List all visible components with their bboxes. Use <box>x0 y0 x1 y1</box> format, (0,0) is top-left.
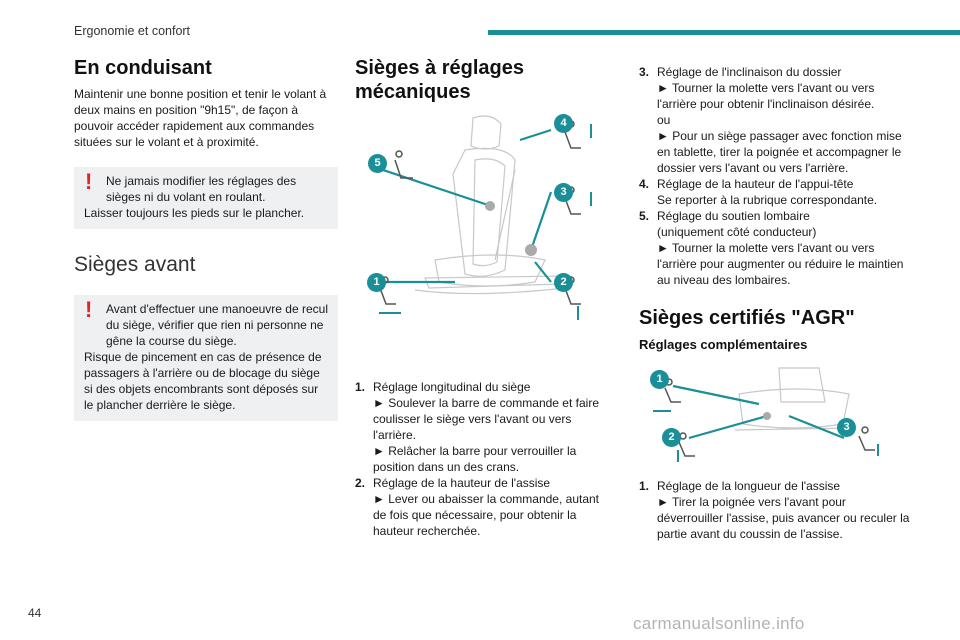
item-title: Réglage de la hauteur de l'assise <box>373 476 551 490</box>
subheading-additional-adjustments: Réglages complémentaires <box>639 337 808 352</box>
mechanical-adjustments-list: 1. Réglage longitudinal du siège ► Soule… <box>355 379 605 539</box>
list-item: 1. Réglage de la longueur de l'assise ► … <box>639 478 911 542</box>
agr-seat-diagram: 1 2 3 <box>639 364 889 464</box>
seat-diagram: 5 4 3 1 2 <box>355 110 605 325</box>
warning-text: Avant d'effectuer une manoeuvre de recul… <box>106 302 328 348</box>
agr-callout-3: 3 <box>837 418 856 437</box>
warning-box-front-seats: ! Avant d'effectuer une manoeuvre de rec… <box>74 295 338 421</box>
section-header: Ergonomie et confort <box>74 24 191 38</box>
column-right: 3. Réglage de l'inclinaison du dossier ►… <box>639 64 911 542</box>
item-step: ► Lever ou abaisser la commande, autant … <box>373 492 600 538</box>
item-number: 2. <box>355 476 366 490</box>
agr-callout-2: 2 <box>662 428 681 447</box>
item-number: 5. <box>639 209 650 223</box>
watermark: carmanualsonline.info <box>633 614 805 633</box>
item-title: Réglage du soutien lombaire <box>657 209 810 223</box>
callout-4: 4 <box>554 114 573 133</box>
agr-adjustments-list: 1. Réglage de la longueur de l'assise ► … <box>639 478 911 542</box>
list-item: 5. Réglage du soutien lombaire (uniqueme… <box>639 208 911 288</box>
item-step: Se reporter à la rubrique correspondante… <box>657 193 878 207</box>
column-middle: Sièges à réglages mécaniques <box>355 56 605 539</box>
item-number: 3. <box>639 65 650 79</box>
page-number: 44 <box>28 606 42 620</box>
item-step: ► Relâcher la barre pour verrouiller la … <box>373 444 577 474</box>
item-number: 4. <box>639 177 650 191</box>
callout-3: 3 <box>554 183 573 202</box>
heading-mechanical-seats: Sièges à réglages mécaniques <box>355 57 524 103</box>
callout-5: 5 <box>368 154 387 173</box>
item-step: ► Soulever la barre de commande et faire… <box>373 396 599 442</box>
driving-paragraph: Maintenir une bonne position et tenir le… <box>74 87 327 149</box>
mechanical-adjustments-list-continued: 3. Réglage de l'inclinaison du dossier ►… <box>639 64 911 288</box>
item-title: Réglage de la longueur de l'assise <box>657 479 841 493</box>
item-or: ou <box>657 113 671 127</box>
list-item: 3. Réglage de l'inclinaison du dossier ►… <box>639 64 911 176</box>
agr-callout-1: 1 <box>650 370 669 389</box>
item-step: ► Pour un siège passager avec fonction m… <box>657 129 902 175</box>
list-item: 1. Réglage longitudinal du siège ► Soule… <box>355 379 605 475</box>
seat-illustration <box>376 115 592 320</box>
callout-1: 1 <box>367 273 386 292</box>
warning-text: Laisser toujours les pieds sur le planch… <box>84 206 305 220</box>
warning-text: Ne jamais modifier les réglages des sièg… <box>106 174 297 204</box>
heading-front-seats: Sièges avant <box>74 253 196 276</box>
item-step: (uniquement côté conducteur) <box>657 225 817 239</box>
column-left: En conduisant Maintenir une bonne positi… <box>74 56 338 421</box>
item-number: 1. <box>639 479 650 493</box>
item-step: ► Tourner la molette vers l'avant ou ver… <box>657 81 875 111</box>
warning-text: Risque de pincement en cas de présence d… <box>84 350 322 412</box>
list-item: 2. Réglage de la hauteur de l'assise ► L… <box>355 475 605 539</box>
list-item: 4. Réglage de la hauteur de l'appui-tête… <box>639 176 911 208</box>
header-accent-bar <box>488 30 960 35</box>
item-number: 1. <box>355 380 366 394</box>
heading-driving: En conduisant <box>74 57 212 79</box>
agr-seat-illustration <box>653 367 879 462</box>
item-title: Réglage de l'inclinaison du dossier <box>657 65 842 79</box>
item-step: ► Tourner la molette vers l'avant ou ver… <box>657 241 904 287</box>
item-title: Réglage de la hauteur de l'appui-tête <box>657 177 854 191</box>
warning-box-driving: ! Ne jamais modifier les réglages des si… <box>74 167 338 229</box>
item-step: ► Tirer la poignée vers l'avant pour dév… <box>657 495 910 541</box>
item-title: Réglage longitudinal du siège <box>373 380 531 394</box>
warning-icon: ! <box>85 169 93 194</box>
warning-icon: ! <box>85 297 93 322</box>
heading-agr-seats: Sièges certifiés "AGR" <box>639 307 855 329</box>
callout-2: 2 <box>554 273 573 292</box>
